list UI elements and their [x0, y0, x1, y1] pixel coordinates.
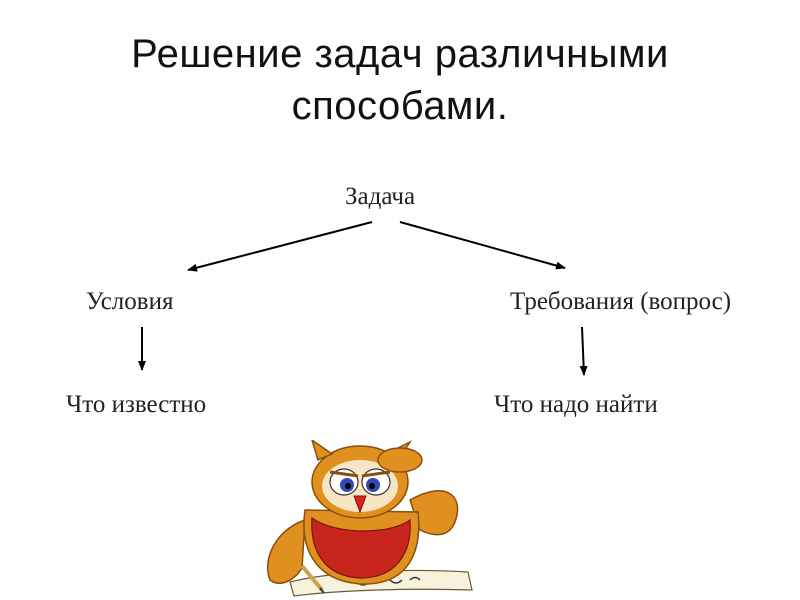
node-conditions: Условия	[86, 288, 174, 315]
node-requirements: Требования (вопрос)	[510, 288, 732, 315]
slide-title-line-2: способами.	[291, 84, 509, 128]
node-root: Задача	[345, 183, 416, 210]
node-find: Что надо найти	[494, 391, 658, 418]
node-known: Что известно	[66, 391, 207, 418]
slide-title: Решение задач различными способами.	[0, 28, 800, 132]
arrow-right-down	[579, 326, 588, 376]
arrow-root-to-left	[187, 221, 373, 272]
arrow-root-to-right	[399, 221, 566, 270]
slide-title-line-1: Решение задач различными	[131, 32, 669, 76]
owl-icon	[266, 440, 473, 597]
